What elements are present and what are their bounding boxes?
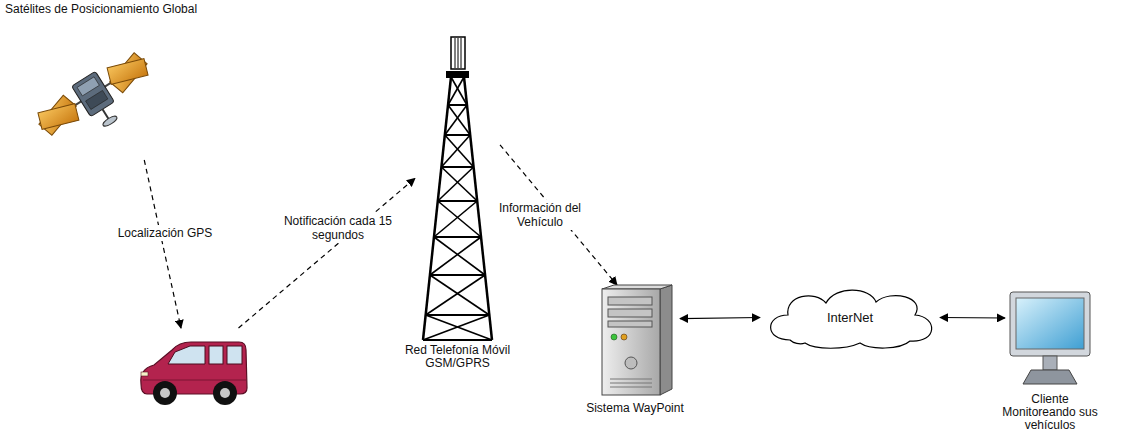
- vehicle-icon: [135, 328, 250, 410]
- vehicle-icon-part: [220, 388, 230, 398]
- edge-label: Notificación cada 15 segundos: [280, 213, 396, 243]
- server-icon: [590, 285, 680, 397]
- server-icon-part: [608, 309, 652, 317]
- antenna-tower-icon-part: [426, 275, 485, 315]
- antenna-tower-icon-part: [445, 134, 470, 136]
- dashed-arrow: [144, 160, 181, 328]
- antenna-tower-icon-part: [426, 314, 490, 316]
- server-icon-part: [608, 297, 652, 305]
- satellite-icon-part: [102, 114, 119, 128]
- antenna-tower-icon-part: [445, 135, 474, 167]
- antenna-tower-icon-part: [434, 237, 485, 275]
- antenna-tower-icon-part: [438, 200, 477, 202]
- antenna-tower-icon-part: [438, 201, 481, 237]
- server-icon-part: [621, 334, 627, 340]
- antenna-tower-icon-part: [448, 104, 467, 106]
- node-caption: Sistema WayPoint: [570, 402, 700, 415]
- cloud-label: InterNet: [827, 311, 873, 324]
- server-icon-part: [610, 379, 652, 380]
- node-caption: Red Telefonía Móvil GSM/GPRS: [388, 344, 528, 370]
- icon-node: Sistema WayPoint: [590, 285, 680, 397]
- server-icon-part: [660, 285, 672, 395]
- satellite-icon-part: [86, 90, 108, 109]
- monitor-icon-part: [1023, 370, 1077, 384]
- antenna-tower-icon-part: [434, 236, 481, 238]
- icon-node: Cliente Monitoreando sus vehículos: [1005, 290, 1095, 390]
- satellite-icon-part: [39, 35, 147, 152]
- antenna-tower-icon-part: [423, 315, 489, 340]
- icon-node: Satélites de Posicionamiento Global: [35, 30, 150, 160]
- satellite-icon-part: [103, 109, 109, 119]
- monitor-icon: [1005, 290, 1095, 390]
- server-icon-part: [602, 285, 672, 289]
- node-caption: Satélites de Posicionamiento Global: [5, 3, 235, 16]
- server-icon-part: [610, 387, 652, 388]
- satellite-icon-part: [72, 71, 115, 116]
- antenna-tower-icon-part: [451, 77, 467, 105]
- antenna-tower-icon-part: [441, 166, 473, 168]
- satellite-icon-part: [20, 28, 166, 160]
- antenna-tower-icon: [415, 35, 500, 340]
- antenna-tower-icon-part: [461, 38, 462, 68]
- antenna-tower-icon-part: [430, 274, 485, 276]
- icon-node: Red Telefonía Móvil GSM/GPRS: [415, 35, 500, 340]
- vehicle-icon-part: [168, 346, 205, 364]
- vehicle-icon-part: [209, 346, 223, 364]
- antenna-tower-icon-part: [451, 76, 464, 78]
- antenna-tower-icon-part: [448, 105, 470, 135]
- satellite-icon-part: [77, 77, 99, 96]
- icon-node: [135, 328, 250, 410]
- server-icon-part: [602, 289, 660, 395]
- satellite-icon-part: [107, 59, 148, 85]
- server-icon-part: [625, 357, 637, 369]
- antenna-tower-icon-part: [434, 201, 477, 237]
- antenna-tower-icon-part: [438, 167, 474, 201]
- cloud-shape-part: [771, 290, 932, 348]
- antenna-tower-icon-part: [441, 167, 477, 201]
- vehicle-icon-part: [141, 372, 148, 376]
- antenna-tower-icon-part: [426, 315, 492, 340]
- antenna-tower-icon-part: [455, 38, 456, 68]
- dashed-arrow: [239, 178, 416, 328]
- vehicle-icon-part: [213, 381, 237, 405]
- antenna-tower-icon-part: [448, 77, 464, 105]
- double-arrow: [680, 318, 760, 319]
- server-icon-part: [610, 383, 652, 384]
- server-icon-part: [611, 334, 617, 340]
- antenna-tower-icon-part: [445, 105, 467, 135]
- edge-label: Localización GPS: [115, 225, 216, 241]
- antenna-tower-icon-part: [430, 237, 481, 275]
- edge-label: Información del Vehículo: [487, 200, 593, 230]
- server-icon-part: [608, 321, 652, 327]
- monitor-icon-part: [1016, 298, 1084, 349]
- antenna-tower-icon-part: [423, 77, 492, 340]
- antenna-tower-icon-part: [441, 135, 470, 167]
- satellite-icon: [35, 30, 150, 160]
- vehicle-icon-part: [143, 380, 246, 381]
- antenna-tower-icon-part: [451, 37, 465, 69]
- antenna-tower-icon-part: [423, 339, 492, 341]
- icon-node: InterNet: [760, 285, 940, 350]
- vehicle-icon-part: [153, 381, 177, 405]
- antenna-tower-icon-part: [446, 71, 469, 78]
- antenna-tower-icon-part: [458, 38, 459, 68]
- antenna-tower-icon-part: [430, 275, 489, 315]
- satellite-icon-part: [31, 59, 154, 130]
- vehicle-icon-part: [227, 346, 242, 364]
- monitor-icon-part: [1010, 292, 1090, 356]
- vehicle-icon-part: [160, 388, 170, 398]
- satellite-icon-part: [38, 104, 79, 130]
- double-arrow: [940, 317, 1005, 319]
- node-caption: Cliente Monitoreando sus vehículos: [1000, 393, 1100, 432]
- monitor-icon-part: [1043, 356, 1057, 370]
